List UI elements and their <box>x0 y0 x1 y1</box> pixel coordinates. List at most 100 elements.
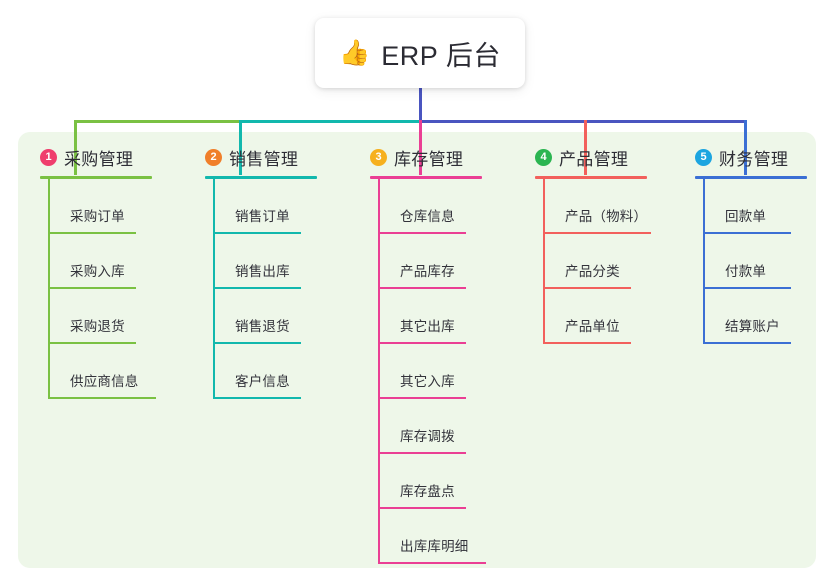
leaf-node[interactable]: 库存调拨 <box>378 399 508 454</box>
leaf-node[interactable]: 回款单 <box>703 179 833 234</box>
leaf-node-label: 产品分类 <box>565 264 620 279</box>
branch-drop-5 <box>744 120 747 175</box>
leaf-node[interactable]: 销售订单 <box>213 179 343 234</box>
leaf-node-rule <box>213 232 301 234</box>
branch-column-1: 1 采购管理采购订单采购入库采购退货供应商信息 <box>18 145 178 399</box>
leaf-node[interactable]: 产品分类 <box>543 234 673 289</box>
branch-children: 回款单付款单结算账户 <box>703 179 833 344</box>
branch-title: 采购管理 <box>64 149 134 169</box>
leaf-node-rule <box>48 232 136 234</box>
branch-trunk-line <box>48 179 50 399</box>
bus-segment-2 <box>240 120 420 123</box>
leaf-node-rule <box>703 232 791 234</box>
branch-title: 销售管理 <box>229 149 299 169</box>
branch-index-badge: 3 <box>370 148 387 166</box>
branch-index-badge: 2 <box>205 148 222 166</box>
root-stem-line <box>419 88 422 123</box>
leaf-node[interactable]: 仓库信息 <box>378 179 508 234</box>
leaf-node-rule <box>213 397 301 399</box>
branch-trunk-line <box>378 179 380 564</box>
leaf-node-label: 出库库明细 <box>400 539 469 554</box>
leaf-node[interactable]: 产品库存 <box>378 234 508 289</box>
leaf-node-rule <box>378 342 466 344</box>
branch-trunk-line <box>543 179 545 344</box>
branch-index-badge: 5 <box>695 148 712 166</box>
branch-children: 采购订单采购入库采购退货供应商信息 <box>48 179 178 399</box>
leaf-node-label: 销售出库 <box>235 264 290 279</box>
leaf-node-rule <box>48 342 136 344</box>
branch-header-2[interactable]: 2 销售管理 <box>183 145 343 169</box>
leaf-node-label: 付款单 <box>725 264 767 279</box>
leaf-node-label: 产品（物料） <box>565 209 648 224</box>
leaf-node-label: 库存调拨 <box>400 429 455 444</box>
branch-header-rule <box>695 176 807 179</box>
branch-children: 产品（物料） 产品分类产品单位 <box>543 179 673 344</box>
leaf-node[interactable]: 其它出库 <box>378 289 508 344</box>
thumbs-up-icon: 👍 <box>339 38 371 67</box>
leaf-node-label: 供应商信息 <box>70 374 139 389</box>
leaf-node-rule <box>543 232 651 234</box>
leaf-node[interactable]: 出库库明细 <box>378 509 508 564</box>
leaf-node[interactable]: 销售退货 <box>213 289 343 344</box>
leaf-node-label: 销售退货 <box>235 319 290 334</box>
leaf-node[interactable]: 销售出库 <box>213 234 343 289</box>
leaf-node[interactable]: 其它入库 <box>378 344 508 399</box>
leaf-node-rule <box>703 342 791 344</box>
leaf-node[interactable]: 付款单 <box>703 234 833 289</box>
leaf-node-label: 结算账户 <box>725 319 780 334</box>
leaf-node-rule <box>378 287 466 289</box>
leaf-node-rule <box>378 452 466 454</box>
leaf-node[interactable]: 客户信息 <box>213 344 343 399</box>
bus-segment-1 <box>75 120 240 123</box>
branch-children: 仓库信息产品库存其它出库其它入库库存调拨库存盘点出库库明细 <box>378 179 508 564</box>
leaf-node-rule <box>48 287 136 289</box>
root-node-content: 👍 ERP 后台 <box>339 34 501 73</box>
leaf-node-rule <box>378 507 466 509</box>
leaf-node[interactable]: 产品（物料） <box>543 179 673 234</box>
leaf-node-rule <box>703 287 791 289</box>
leaf-node-label: 其它入库 <box>400 374 455 389</box>
branch-index-badge: 1 <box>40 148 57 166</box>
branch-trunk-line <box>213 179 215 399</box>
leaf-node-rule <box>48 397 156 399</box>
leaf-node-label: 产品单位 <box>565 319 620 334</box>
leaf-node[interactable]: 结算账户 <box>703 289 833 344</box>
branch-header-rule <box>205 176 317 179</box>
leaf-node-rule <box>213 342 301 344</box>
leaf-node-label: 采购订单 <box>70 209 125 224</box>
branch-title: 产品管理 <box>559 149 629 169</box>
leaf-node-label: 采购退货 <box>70 319 125 334</box>
branch-header-rule <box>535 176 647 179</box>
branch-drop-2 <box>239 120 242 175</box>
leaf-node-label: 回款单 <box>725 209 767 224</box>
leaf-node[interactable]: 产品单位 <box>543 289 673 344</box>
leaf-node-rule <box>378 562 486 564</box>
branch-drop-3 <box>419 120 422 175</box>
bus-segment-3 <box>420 120 585 123</box>
root-node-card[interactable]: 👍 ERP 后台 <box>315 18 525 88</box>
leaf-node-rule <box>378 232 466 234</box>
leaf-node[interactable]: 采购入库 <box>48 234 178 289</box>
leaf-node-label: 仓库信息 <box>400 209 455 224</box>
diagram-background-panel <box>18 132 816 568</box>
bus-segment-4 <box>585 120 747 123</box>
leaf-node[interactable]: 库存盘点 <box>378 454 508 509</box>
leaf-node-label: 其它出库 <box>400 319 455 334</box>
branch-trunk-line <box>703 179 705 344</box>
leaf-node[interactable]: 供应商信息 <box>48 344 178 399</box>
branch-column-2: 2 销售管理销售订单销售出库销售退货客户信息 <box>183 145 343 399</box>
branch-header-3[interactable]: 3 库存管理 <box>348 145 508 169</box>
branch-header-1[interactable]: 1 采购管理 <box>18 145 178 169</box>
branch-title: 库存管理 <box>394 149 464 169</box>
leaf-node[interactable]: 采购订单 <box>48 179 178 234</box>
leaf-node[interactable]: 采购退货 <box>48 289 178 344</box>
leaf-node-rule <box>543 342 631 344</box>
branch-children: 销售订单销售出库销售退货客户信息 <box>213 179 343 399</box>
leaf-node-label: 销售订单 <box>235 209 290 224</box>
leaf-node-rule <box>543 287 631 289</box>
